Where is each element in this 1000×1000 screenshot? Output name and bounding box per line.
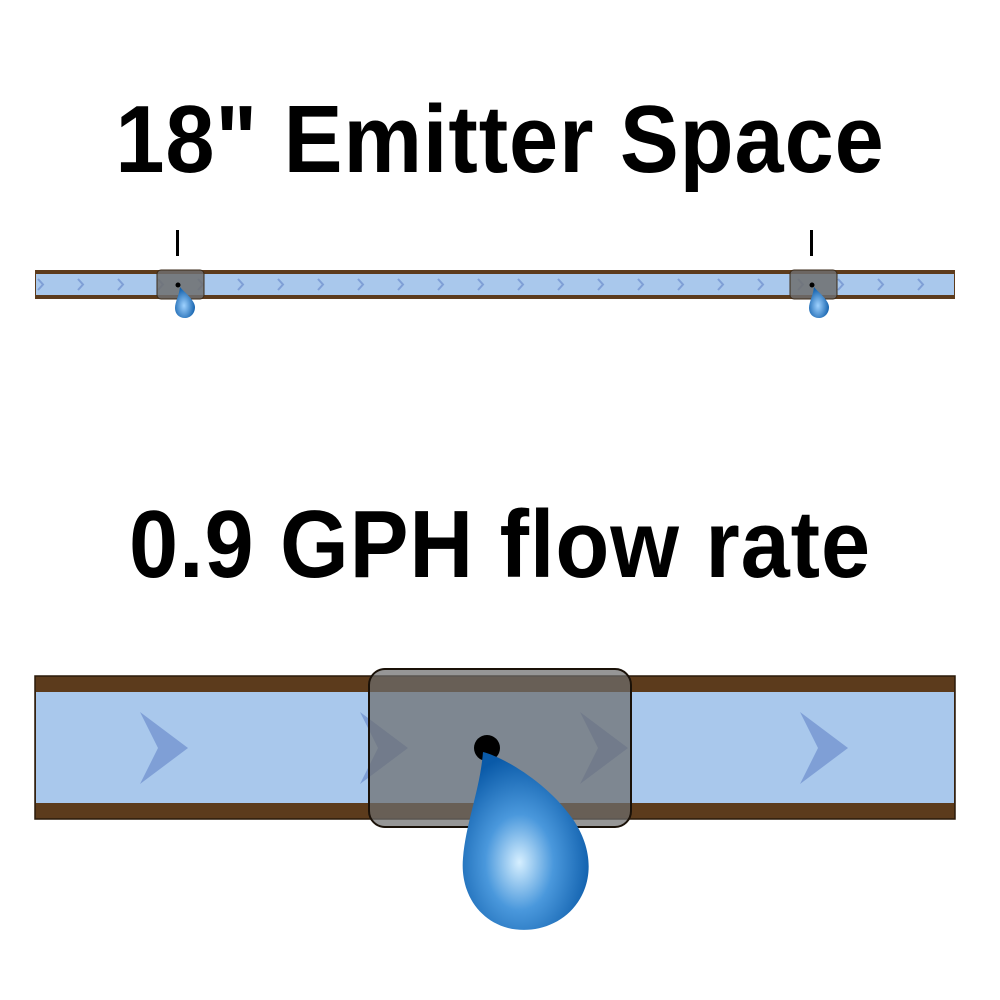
- chevron-right-icon: [477, 278, 485, 291]
- chevron-right-icon: [757, 278, 765, 291]
- chevron-right-icon: [140, 712, 188, 784]
- chevron-right-icon: [237, 278, 245, 291]
- chevron-right-icon: [37, 278, 45, 291]
- chevron-right-icon: [800, 712, 848, 784]
- tube-water: [36, 274, 954, 295]
- chevron-right-icon: [677, 278, 685, 291]
- tick-mark-icon: [810, 230, 813, 256]
- water-drop-icon: [175, 287, 195, 318]
- chevron-right-icon: [597, 278, 605, 291]
- chevron-right-icon: [837, 278, 845, 291]
- chevron-right-icon: [877, 278, 885, 291]
- chevron-right-icon: [517, 278, 525, 291]
- chevron-right-icon: [397, 278, 405, 291]
- chevron-right-icon: [357, 278, 365, 291]
- chevron-right-icon: [117, 278, 125, 291]
- chevron-right-icon: [77, 278, 85, 291]
- emitter-right: [789, 230, 838, 318]
- chevron-right-icon: [277, 278, 285, 291]
- emitter-left: [156, 230, 205, 318]
- tick-mark-icon: [176, 230, 179, 256]
- emitter-spacing-label: 18" Emitter Space: [115, 86, 885, 193]
- flow-rate-label: 0.9 GPH flow rate: [128, 491, 872, 598]
- water-drop-icon: [462, 752, 589, 930]
- chevron-right-icon: [917, 278, 925, 291]
- emitter-hole: [474, 735, 500, 761]
- chevron-right-icon: [437, 278, 445, 291]
- emitter-hole: [175, 282, 181, 288]
- emitter-hole: [809, 282, 815, 288]
- water-drop-icon: [809, 287, 829, 318]
- detail-tube: [34, 668, 956, 930]
- chevron-right-icon: [717, 278, 725, 291]
- chevron-right-icon: [637, 278, 645, 291]
- chevron-right-icon: [557, 278, 565, 291]
- chevron-right-icon: [317, 278, 325, 291]
